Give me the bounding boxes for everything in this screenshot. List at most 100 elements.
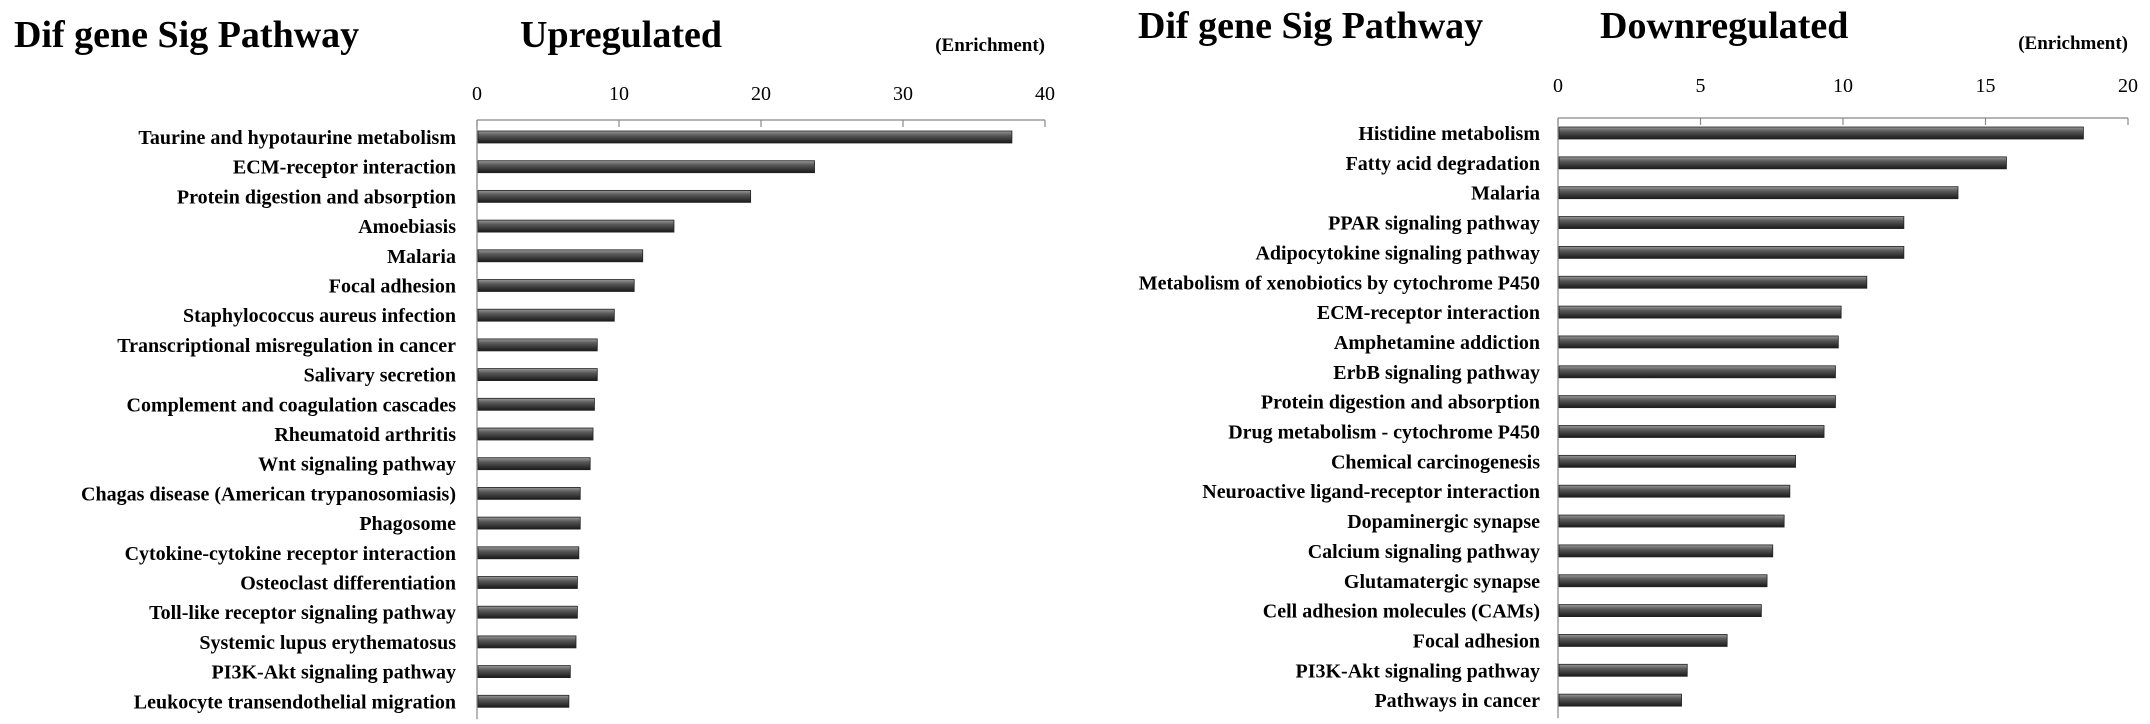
category-label: Drug metabolism - cytochrome P450 <box>1228 422 1540 444</box>
bar <box>477 338 598 352</box>
bar <box>477 605 578 619</box>
x-tick-label: 20 <box>2118 75 2138 97</box>
bar <box>1558 454 1796 468</box>
category-label: Staphylococcus aureus infection <box>183 305 456 327</box>
bar <box>1558 245 1905 259</box>
x-axis-label: (Enrichment) <box>2018 33 2128 54</box>
bar <box>477 308 615 322</box>
bars <box>477 130 1013 708</box>
category-label: Systemic lupus erythematosus <box>199 632 456 654</box>
category-label: Adipocytokine signaling pathway <box>1255 242 1540 264</box>
x-tick-label: 0 <box>1553 75 1563 97</box>
category-label: Cytokine-cytokine receptor interaction <box>125 543 456 565</box>
category-label: Toll-like receptor signaling pathway <box>149 602 456 624</box>
bar <box>1558 305 1842 319</box>
x-tick-label: 40 <box>1035 83 1055 105</box>
bar <box>477 189 752 203</box>
bar <box>1558 544 1774 558</box>
x-axis: 0 5 10 15 20 <box>1553 75 2138 719</box>
x-tick-label: 10 <box>609 83 629 105</box>
category-label: Osteoclast differentiation <box>240 573 456 595</box>
bar <box>477 397 595 411</box>
category-label: Focal adhesion <box>1413 630 1540 652</box>
category-label: Metabolism of xenobiotics by cytochrome … <box>1139 272 1540 294</box>
bar <box>1558 186 1959 200</box>
category-label: Amoebiasis <box>358 216 456 238</box>
chart-subtitle: Downregulated <box>1600 5 1848 47</box>
category-label: Protein digestion and absorption <box>177 186 456 208</box>
bar <box>477 635 577 649</box>
bar <box>1558 604 1762 617</box>
bars <box>1558 126 2084 707</box>
category-label: Amphetamine addiction <box>1334 332 1540 354</box>
bar <box>477 665 571 678</box>
category-label: Protein digestion and absorption <box>1261 392 1540 414</box>
category-label: Neuroactive ligand-receptor interaction <box>1202 481 1540 503</box>
chart-title: Dif gene Sig Pathway <box>1138 5 1483 47</box>
category-label: Dopaminergic synapse <box>1347 511 1540 533</box>
bar <box>1558 335 1839 349</box>
bar <box>1558 693 1682 707</box>
category-label: Malaria <box>387 246 456 268</box>
bar <box>477 219 675 233</box>
x-axis-label: (Enrichment) <box>935 35 1045 56</box>
x-tick-label: 20 <box>751 83 771 105</box>
x-tick-label: 30 <box>893 83 913 105</box>
bar <box>477 160 815 174</box>
bar <box>1558 634 1728 647</box>
category-label: PI3K-Akt signaling pathway <box>1296 660 1541 682</box>
bar <box>477 279 635 292</box>
category-label: ECM-receptor interaction <box>1317 302 1540 324</box>
chart-downregulated: Dif gene Sig Pathway Downregulated (Enri… <box>1138 5 2138 719</box>
category-label: Phagosome <box>359 513 456 535</box>
bar <box>1558 216 1905 229</box>
bar <box>477 368 598 382</box>
bar <box>1558 514 1785 528</box>
category-label: Calcium signaling pathway <box>1308 541 1540 563</box>
x-axis: 0 10 20 30 40 <box>472 83 1055 720</box>
category-label: Complement and coagulation cascades <box>127 394 457 416</box>
category-label: Transcriptional misregulation in cancer <box>117 335 456 357</box>
category-label: Focal adhesion <box>329 276 456 298</box>
x-tick-label: 15 <box>1976 75 1996 97</box>
category-label: Malaria <box>1471 183 1540 205</box>
category-label: Taurine and hypotaurine metabolism <box>138 127 456 149</box>
bar <box>477 249 644 263</box>
bar <box>1558 574 1768 588</box>
x-tick-label: 0 <box>472 83 482 105</box>
category-label: ErbB signaling pathway <box>1333 362 1540 384</box>
bar <box>477 694 570 708</box>
category-label: Cell adhesion molecules (CAMs) <box>1263 601 1540 623</box>
bar <box>1558 126 2084 140</box>
category-label: Rheumatoid arthritis <box>274 424 456 446</box>
category-label: Histidine metabolism <box>1358 123 1540 145</box>
category-label: Wnt signaling pathway <box>258 454 456 476</box>
chart-subtitle: Upregulated <box>520 14 722 56</box>
bar <box>477 457 591 471</box>
bar <box>1558 156 2007 170</box>
category-label: Fatty acid degradation <box>1346 153 1540 175</box>
category-labels: Taurine and hypotaurine metabolismECM-re… <box>81 127 456 713</box>
bar <box>1558 275 1868 289</box>
category-label: PPAR signaling pathway <box>1328 213 1540 235</box>
bar <box>477 130 1013 144</box>
bar <box>477 486 581 500</box>
category-label: PI3K-Akt signaling pathway <box>212 662 457 684</box>
bar <box>477 546 580 560</box>
bar <box>1558 663 1688 677</box>
bar <box>1558 365 1836 379</box>
bar <box>1558 484 1791 498</box>
bar <box>477 516 581 530</box>
bar <box>1558 425 1825 438</box>
bar <box>477 427 594 441</box>
bar <box>1558 395 1836 409</box>
x-tick-label: 5 <box>1696 75 1706 97</box>
category-label: Salivary secretion <box>304 365 456 387</box>
category-label: Leukocyte transendothelial migration <box>134 691 456 713</box>
chart-upregulated: Dif gene Sig Pathway Upregulated (Enrich… <box>14 14 1055 720</box>
x-tick-label: 10 <box>1833 75 1853 97</box>
chart-title: Dif gene Sig Pathway <box>14 14 359 56</box>
category-label: Pathways in cancer <box>1374 690 1540 712</box>
